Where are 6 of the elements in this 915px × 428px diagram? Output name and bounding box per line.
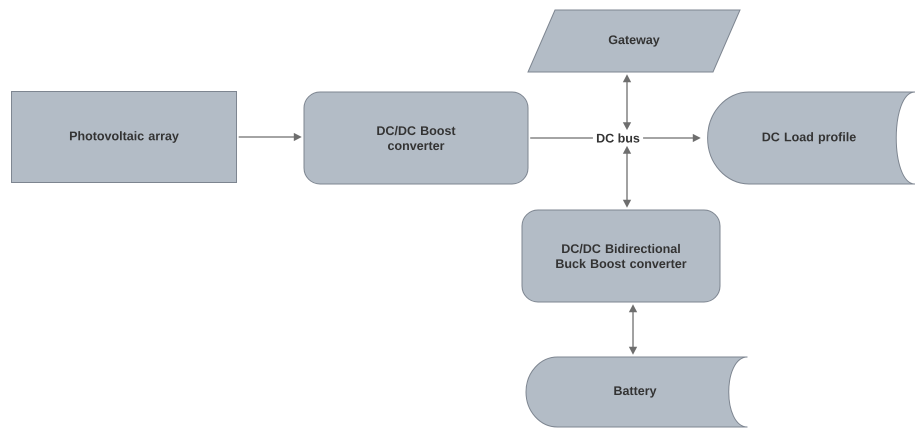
storage-box: DC Load profile (707, 92, 915, 184)
storage-box: Battery (526, 356, 748, 428)
rounded-box: DC/DC Bidirectional Buck Boost converter (522, 210, 720, 302)
process-box: Photovoltaic array (11, 91, 238, 183)
rounded-box: DC/DC Boost converter (304, 92, 528, 184)
bus-label: DC bus (596, 133, 640, 143)
